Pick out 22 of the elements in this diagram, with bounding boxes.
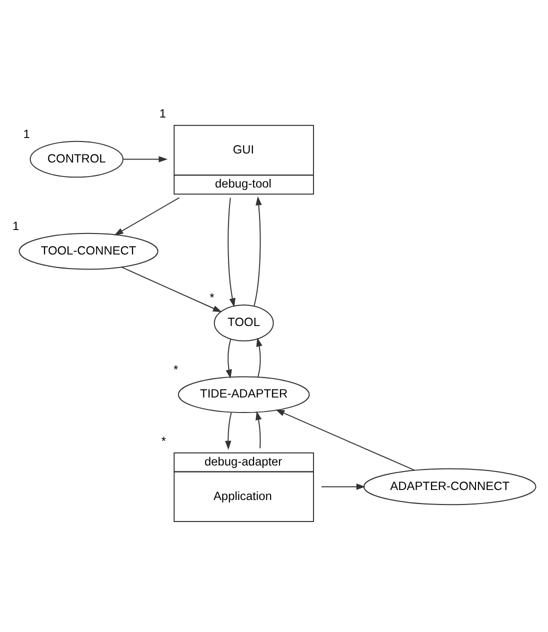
- node-label: *: [161, 433, 166, 448]
- arrow: [228, 196, 236, 307]
- node-label: *: [210, 290, 214, 304]
- arrow: [121, 266, 222, 312]
- arrow: [114, 196, 180, 235]
- arrow: [256, 337, 262, 378]
- node-label: 1: [23, 126, 30, 140]
- node-ellipse: ADAPTER-CONNECT: [363, 468, 536, 505]
- arrow: [225, 412, 232, 450]
- node-ellipse: TOOL-CONNECT: [18, 232, 158, 270]
- arrow: [226, 338, 232, 378]
- node-ellipse: CONTROL: [30, 140, 124, 178]
- arrow: [321, 483, 366, 490]
- node-label: 1: [159, 106, 166, 120]
- node-ellipse: TOOL: [214, 304, 274, 341]
- arrow: [254, 196, 262, 306]
- node-label: *: [173, 362, 178, 376]
- node-ellipse: TIDE-ADAPTER: [178, 376, 310, 413]
- arrow: [122, 156, 168, 162]
- node-label: 1: [12, 218, 20, 233]
- arrow: [256, 410, 262, 448]
- arrow: [276, 409, 415, 470]
